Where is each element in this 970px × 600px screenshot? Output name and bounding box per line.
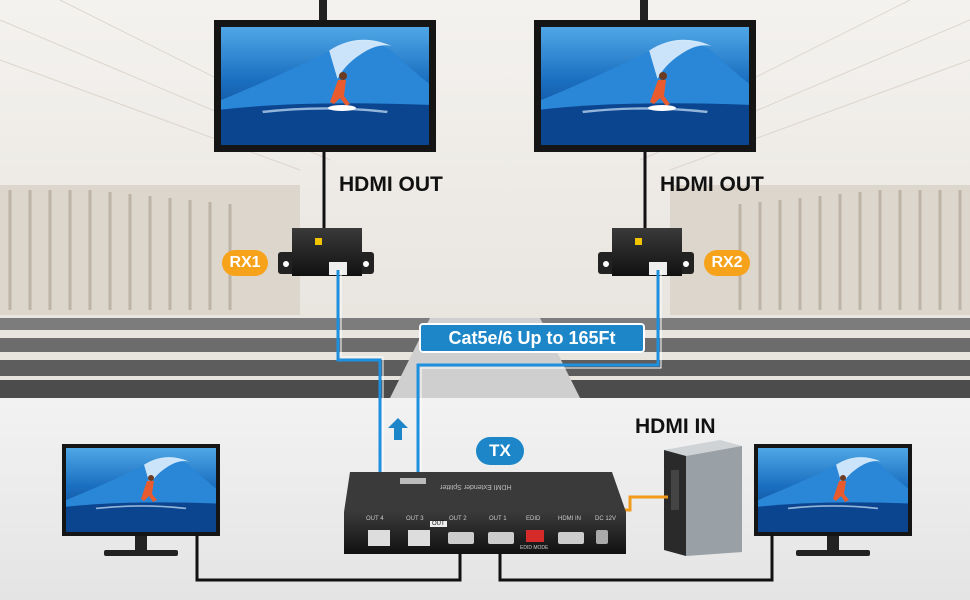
edid-mode-label: EDID MODE (520, 545, 549, 551)
wave-surfer-icon (328, 72, 356, 111)
mount-left (319, 0, 327, 24)
rx1-badge: RX1 (222, 250, 268, 276)
tv-icon (62, 444, 220, 556)
rj45-port-icon (649, 262, 667, 275)
out-tag: OUT (430, 521, 447, 527)
port-label-hdmi-in: HDMI IN (558, 516, 581, 522)
wall-slat-lines (8, 190, 962, 310)
mount-right (640, 0, 648, 24)
wave-surfer-icon (141, 475, 157, 502)
port-label-out1: OUT 1 (489, 516, 507, 522)
splitter-box-icon (344, 472, 626, 554)
port-label-out3: OUT 3 (406, 516, 424, 522)
port-label-out4: OUT 4 (366, 516, 384, 522)
wave-surfer-icon (833, 475, 849, 502)
cable-blue (336, 270, 660, 512)
tv-icon (214, 20, 436, 152)
hdmi-out-label-left: HDMI OUT (339, 173, 443, 196)
up-arrow-icon (388, 418, 408, 440)
rj45-port-icon (329, 262, 347, 275)
cable-spec-banner: Cat5e/6 Up to 165Ft (419, 323, 645, 353)
cable-black-bottom (195, 534, 774, 582)
hdmi-out-label-right: HDMI OUT (660, 173, 764, 196)
tx-badge: TX (476, 437, 524, 465)
rj45-port-icon (368, 530, 430, 546)
receiver-box-icon (598, 228, 694, 276)
receiver-box-icon (278, 228, 374, 276)
device-top-label: HDMI Extender Splitter (440, 483, 512, 490)
rx2-badge: RX2 (704, 250, 750, 276)
wave-surfer-icon (648, 72, 676, 111)
port-label-edid: EDID (526, 516, 541, 522)
tv-icon (534, 20, 756, 152)
pc-tower-icon (664, 440, 742, 556)
cable-blue-highlight (340, 270, 662, 512)
tv-icon (754, 444, 912, 556)
hdmi-port-icon (448, 532, 584, 544)
port-label-dc: DC 12V (595, 516, 617, 522)
hdmi-in-label: HDMI IN (635, 415, 716, 438)
port-label-out2: OUT 2 (449, 516, 467, 522)
